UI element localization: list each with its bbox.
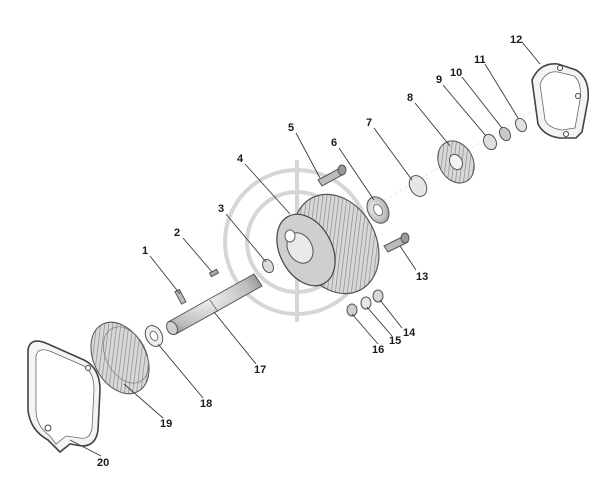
part-16-ring	[346, 303, 358, 317]
callout-2: 2	[174, 227, 180, 239]
part-17-shaft	[165, 273, 263, 336]
part-2-key	[208, 268, 220, 278]
callout-8: 8	[407, 92, 413, 104]
callout-15: 15	[389, 335, 401, 347]
callout-7: 7	[366, 117, 372, 129]
callout-labels: 1 2 3 4 5 6 7 8 9 10 11 12 13 14 15 16 1…	[97, 34, 522, 469]
part-7-spacer	[408, 175, 428, 197]
part-19-cover	[90, 321, 150, 395]
callout-11: 11	[474, 54, 486, 66]
callout-9: 9	[436, 74, 442, 86]
part-15-ring	[360, 296, 372, 310]
leader-lines	[69, 41, 541, 457]
callout-18: 18	[200, 398, 212, 410]
part-1-pin	[174, 288, 187, 305]
part-8-impeller	[437, 140, 475, 184]
part-10-nut	[498, 126, 512, 142]
callout-10: 10	[450, 67, 462, 79]
part-13-bolt	[383, 232, 410, 253]
part-9-washer	[483, 133, 497, 151]
part-6-bearing	[366, 196, 390, 224]
part-11-ring	[514, 117, 528, 133]
callout-19: 19	[160, 418, 172, 430]
callout-17: 17	[254, 364, 266, 376]
part-18-washer	[144, 325, 164, 347]
callout-6: 6	[331, 137, 337, 149]
callout-20: 20	[97, 457, 109, 469]
part-5-bolt	[317, 164, 347, 187]
callout-4: 4	[237, 153, 244, 165]
part-14-ring	[372, 289, 384, 303]
callout-3: 3	[218, 203, 224, 215]
part-3-ring	[261, 258, 275, 274]
callout-1: 1	[142, 245, 148, 257]
callout-13: 13	[416, 271, 428, 283]
callout-16: 16	[372, 344, 384, 356]
part-20-gasket	[27, 340, 101, 454]
part-4-housing	[276, 193, 380, 295]
callout-12: 12	[510, 34, 522, 46]
callout-5: 5	[288, 122, 294, 134]
part-12-gasket	[531, 63, 590, 139]
callout-14: 14	[403, 327, 416, 339]
